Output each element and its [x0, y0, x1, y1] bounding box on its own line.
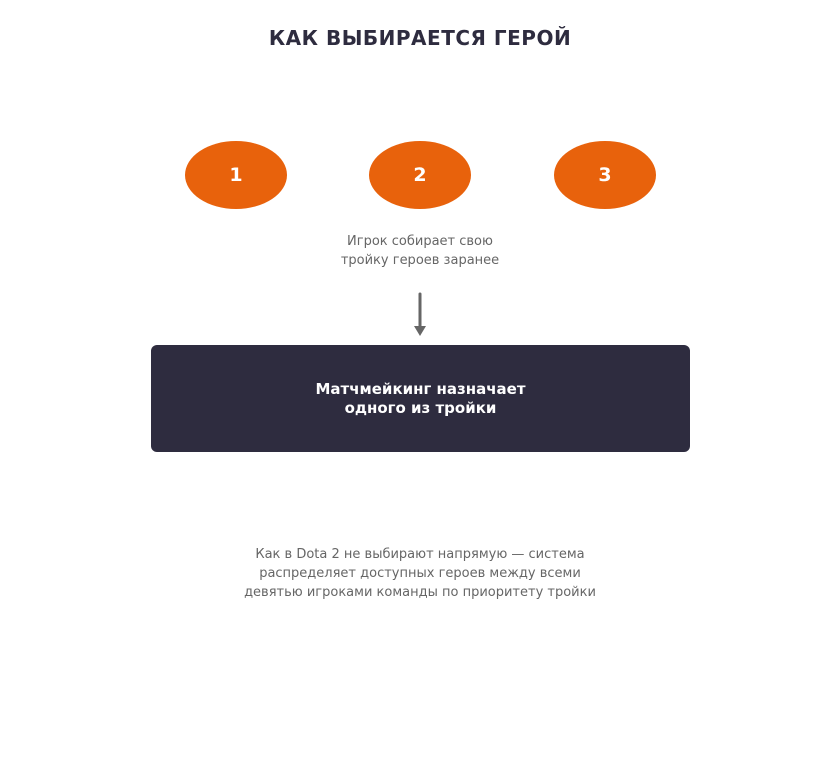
trio-caption-line-2: тройку героев заранее — [340, 253, 500, 268]
result-box-line-2: одного из тройки — [344, 398, 497, 417]
footnote-line-3: девятью игроками команды по приоритету т… — [244, 585, 596, 600]
trio-caption-line-1: Игрок собирает свою — [347, 234, 493, 249]
footnote-line-1: Как в Dota 2 не выбирают напрямую — сист… — [255, 547, 585, 562]
hero-slot-1: 1 — [185, 141, 287, 209]
footnote: Как в Dota 2 не выбирают напрямую — сист… — [0, 545, 840, 602]
result-box-line-1: Матчмейкинг назначает — [315, 379, 526, 398]
hero-slot-2: 2 — [369, 141, 471, 209]
trio-caption: Игрок собирает свою тройку героев заране… — [0, 232, 840, 270]
matchmaking-result-box: Матчмейкинг назначает одного из тройки — [151, 345, 690, 452]
footnote-line-2: распределяет доступных героев между всем… — [259, 566, 581, 581]
hero-slot-3: 3 — [554, 141, 656, 209]
diagram-title: КАК ВЫБИРАЕТСЯ ГЕРОЙ — [268, 26, 572, 50]
down-arrow-icon — [414, 292, 426, 336]
